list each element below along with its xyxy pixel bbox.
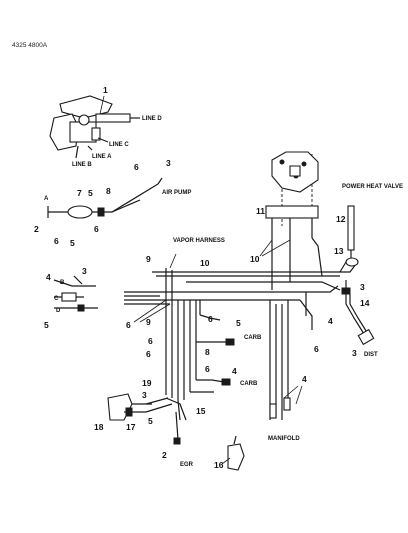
- label-line-c: LINE C: [109, 142, 129, 148]
- label-carb-upper: CARB: [244, 335, 262, 341]
- label-a: A: [44, 196, 49, 202]
- label-egr: EGR: [180, 462, 194, 468]
- callout-2-egr: 2: [162, 450, 167, 460]
- callout-14: 14: [360, 298, 370, 308]
- callout-4-manifold: 4: [302, 374, 307, 384]
- callout-6-filter-right: 6: [94, 224, 99, 234]
- label-manifold: MANIFOLD: [268, 436, 300, 442]
- vacuum-harness-lines: [124, 263, 357, 421]
- carb-connections: [221, 338, 235, 386]
- callout-10-manifold: 10: [250, 254, 260, 264]
- callout-6-harness-c: 6: [146, 349, 151, 359]
- callout-3-dist: 3: [352, 348, 357, 358]
- vacuum-switch-assembly: [49, 95, 140, 159]
- filter-line-assembly: [47, 177, 163, 219]
- callout-6-filter: 6: [54, 236, 59, 246]
- callout-6-valve: 6: [314, 344, 319, 354]
- callout-13: 13: [334, 246, 344, 256]
- label-b: B: [60, 280, 65, 286]
- callout-6-harness-e: 6: [208, 314, 213, 324]
- callout-6-harness-b: 6: [148, 336, 153, 346]
- callout-5-egr: 5: [148, 416, 153, 426]
- callout-18: 18: [94, 422, 104, 432]
- manifold-fittings: [269, 385, 303, 419]
- callout-6-harness-a: 6: [126, 320, 131, 330]
- callout-8: 8: [106, 186, 111, 196]
- label-c: C: [54, 296, 59, 302]
- callout-5-filter-top: 5: [88, 188, 93, 198]
- manifold-fitting: [265, 151, 323, 290]
- egr-valve-assembly: [107, 393, 245, 471]
- callout-8-harness: 8: [205, 347, 210, 357]
- power-heat-valve-assembly: [339, 205, 375, 346]
- callout-10-harness: 10: [200, 258, 210, 268]
- label-line-b: LINE B: [72, 162, 92, 168]
- callout-4-left: 4: [46, 272, 51, 282]
- label-dist: DIST: [364, 352, 378, 358]
- callout-5-left: 5: [44, 320, 49, 330]
- callout-3-left: 3: [82, 266, 87, 276]
- callout-3-valve: 3: [360, 282, 365, 292]
- callout-7: 7: [77, 188, 82, 198]
- left-connectors: [53, 275, 98, 312]
- callout-6-harness-d: 6: [205, 364, 210, 374]
- label-power-heat-valve: POWER HEAT VALVE: [342, 184, 403, 190]
- label-air-pump: AIR PUMP: [162, 190, 191, 196]
- callout-15: 15: [196, 406, 206, 416]
- callout-17: 17: [126, 422, 136, 432]
- label-vapor-harness: VAPOR HARNESS: [173, 238, 225, 244]
- callout-5-carb: 5: [236, 318, 241, 328]
- label-carb-lower: CARB: [240, 381, 258, 387]
- callout-3-egr: 3: [142, 390, 147, 400]
- diagram-code: 4325 4800A: [12, 42, 48, 49]
- label-line-d: LINE D: [142, 116, 162, 122]
- callout-6-air: 6: [134, 162, 139, 172]
- callout-4-carb: 4: [232, 366, 237, 376]
- callout-3-air: 3: [166, 158, 171, 168]
- label-d: D: [56, 308, 61, 314]
- callout-5-filter: 5: [70, 238, 75, 248]
- callout-16: 16: [214, 460, 224, 470]
- callout-1: 1: [103, 85, 108, 95]
- callout-9-top: 9: [146, 254, 151, 264]
- callout-19: 19: [142, 378, 152, 388]
- callout-11: 11: [256, 206, 265, 216]
- callout-9-mid: 9: [146, 317, 151, 327]
- callout-4-valve: 4: [328, 316, 333, 326]
- callout-12: 12: [336, 214, 346, 224]
- callout-2-top: 2: [34, 224, 39, 234]
- label-line-a: LINE A: [92, 154, 112, 160]
